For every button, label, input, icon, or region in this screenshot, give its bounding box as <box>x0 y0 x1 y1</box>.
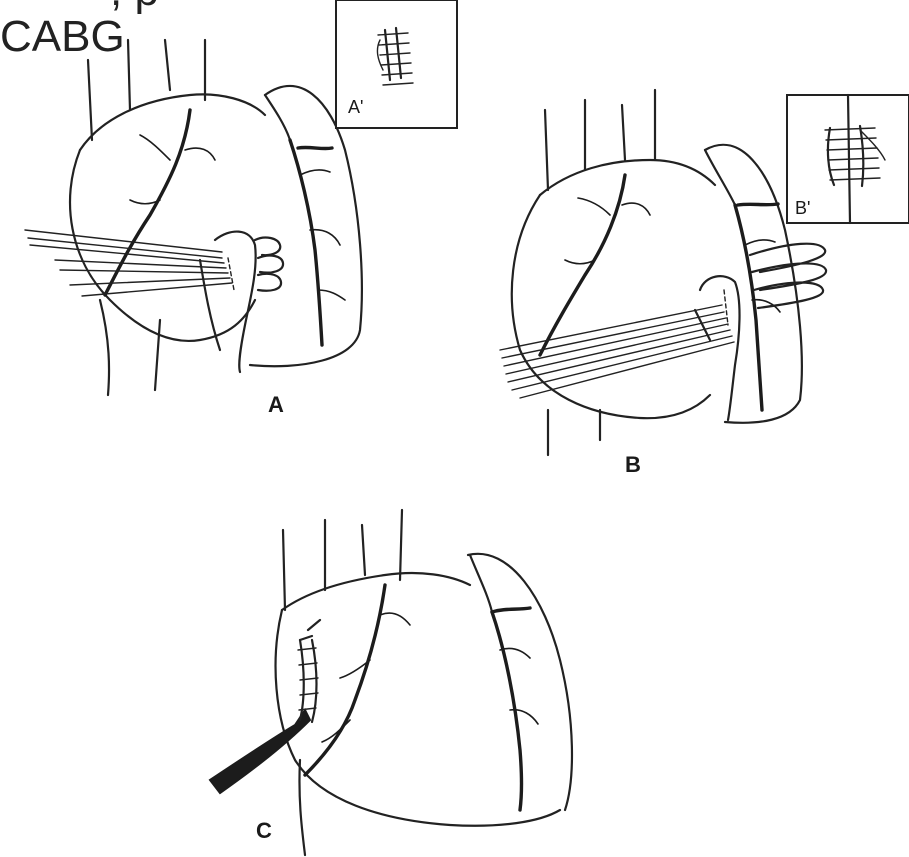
panel-a-label: A <box>268 392 284 418</box>
panel-a-inset-label: A' <box>348 97 363 118</box>
panel-c-drawing <box>210 510 572 855</box>
panel-a-drawing <box>25 0 457 395</box>
panel-b-inset-label: B' <box>795 198 810 219</box>
panel-c-label: C <box>256 818 272 844</box>
panel-b-drawing <box>500 90 909 455</box>
panel-b-label: B <box>625 452 641 478</box>
